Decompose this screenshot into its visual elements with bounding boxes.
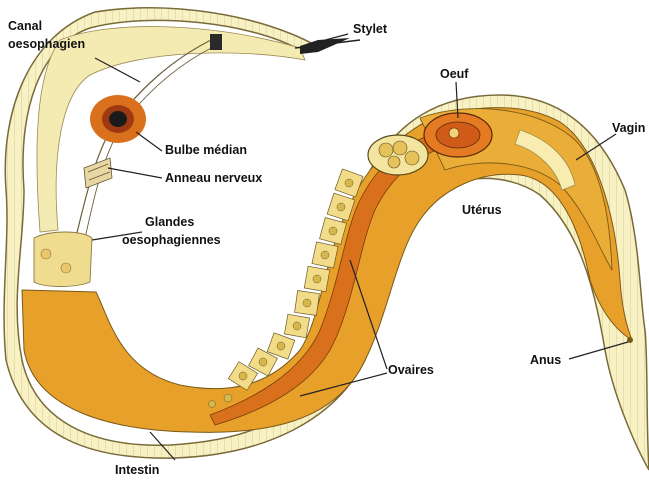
label-oeuf: Oeuf [440,67,469,81]
egg [424,113,492,157]
label-anus: Anus [530,353,561,367]
label-stylet: Stylet [353,22,388,36]
oesophageal-glands [34,232,92,287]
stylet-knob [210,34,222,50]
label-vagin: Vagin [612,121,645,135]
egg-in-ovary [368,135,428,175]
label-glandes-line2: oesophagiennes [122,233,221,247]
label-glandes-line1: Glandes [145,215,194,229]
label-anneau-nerveux: Anneau nerveux [165,171,262,185]
head-region [37,27,305,232]
label-canal-line2: oesophagien [8,37,85,51]
label-canal-line1: Canal [8,19,42,33]
label-ovaires: Ovaires [388,363,434,377]
median-bulb-valve [109,111,127,127]
label-bulbe-median: Bulbe médian [165,143,247,157]
label-intestin: Intestin [115,463,159,477]
label-uterus: Utérus [462,203,502,217]
